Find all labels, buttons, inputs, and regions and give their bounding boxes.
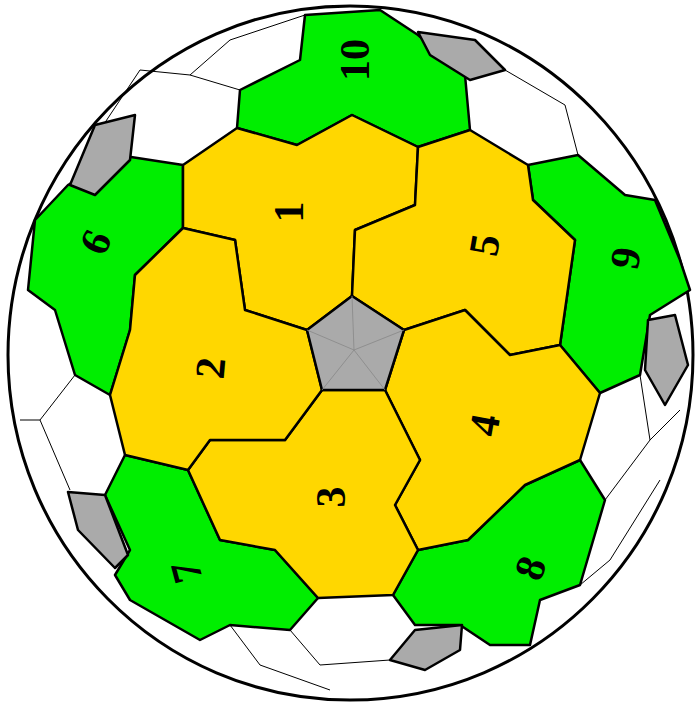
region-number: 3 xyxy=(309,487,351,508)
region-number: 2 xyxy=(188,356,232,381)
region-number: 1 xyxy=(267,202,309,223)
region-number: 10 xyxy=(334,39,376,81)
